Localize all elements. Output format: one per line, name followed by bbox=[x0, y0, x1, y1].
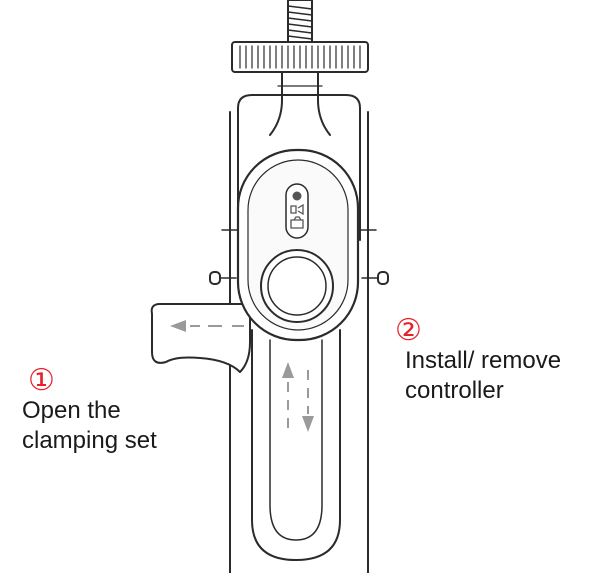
neck bbox=[269, 71, 331, 136]
guide-slot bbox=[251, 329, 341, 561]
left-arrow bbox=[170, 320, 244, 332]
callout-text-line: Install/ remove bbox=[405, 347, 562, 374]
controller bbox=[236, 148, 360, 342]
mount-knob bbox=[231, 41, 369, 73]
body-frame bbox=[209, 94, 389, 573]
clamping-lever bbox=[150, 303, 251, 373]
callout-open-clamping-set: ① Open the clamping set bbox=[22, 366, 157, 456]
down-arrow bbox=[302, 370, 314, 432]
callout-install-remove-controller: ② Install/ remove controller bbox=[395, 316, 562, 406]
callout-number-1: ① bbox=[28, 364, 55, 397]
callout-number-2: ② bbox=[395, 314, 422, 347]
screw-thread bbox=[287, 0, 313, 43]
callout-text-line: clamping set bbox=[22, 427, 157, 454]
record-photo-icon bbox=[290, 191, 304, 229]
up-arrow bbox=[282, 362, 294, 428]
callout-text-line: controller bbox=[405, 377, 504, 404]
callout-text-line: Open the bbox=[22, 397, 121, 424]
